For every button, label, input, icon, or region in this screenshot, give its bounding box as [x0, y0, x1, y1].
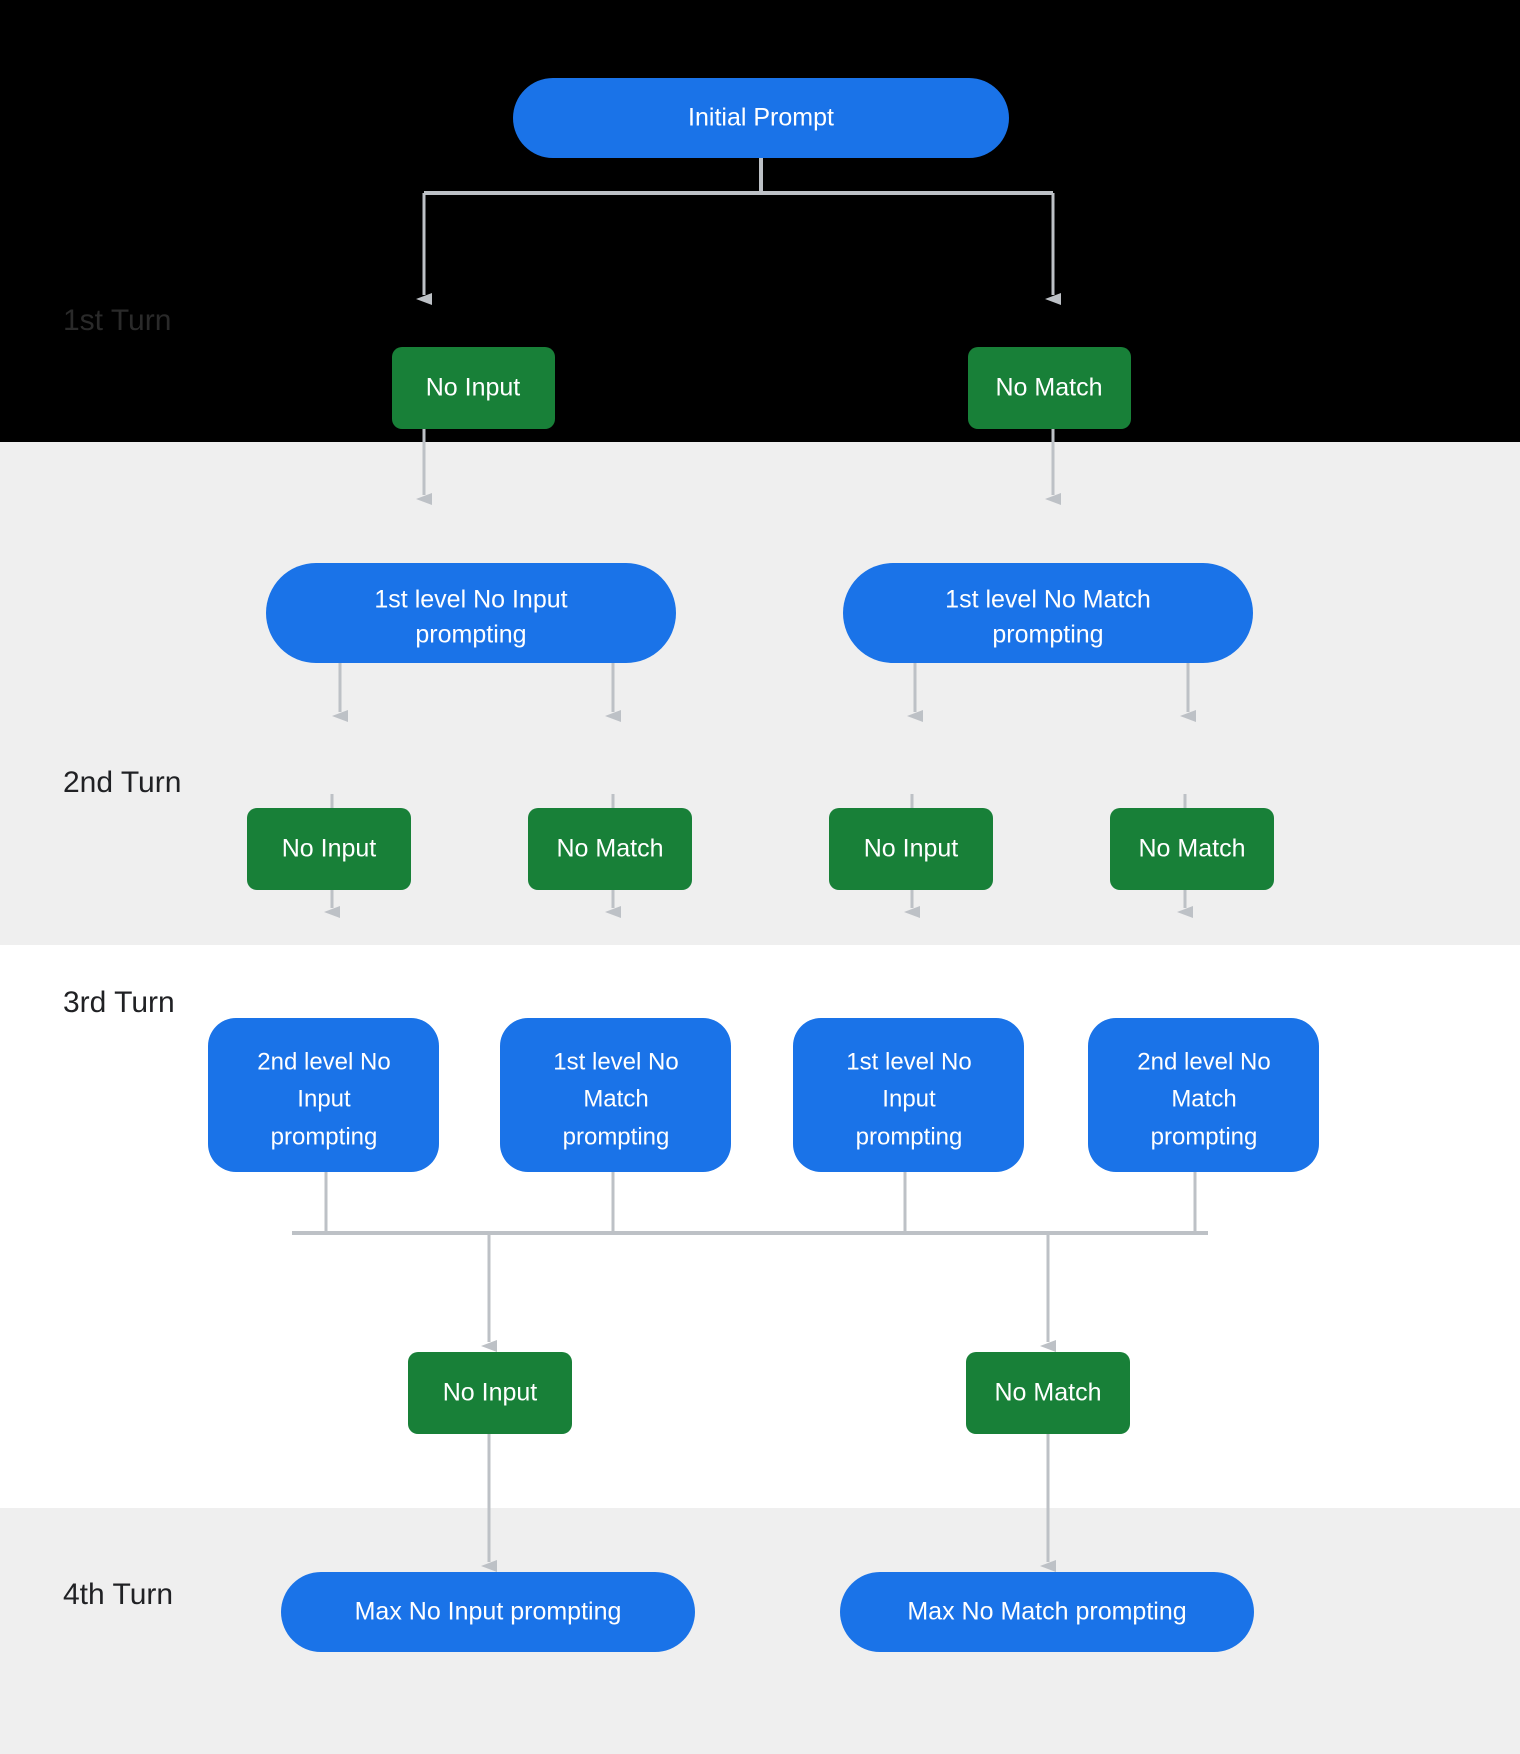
- node-1st-level-no-input-b-line1: 1st level No: [846, 1048, 971, 1075]
- node-t3-no-match-label: No Match: [995, 1379, 1102, 1407]
- node-t2-no-match-a[interactable]: No Match: [528, 808, 692, 890]
- node-2nd-level-no-input-line1: 2nd level No: [257, 1048, 390, 1075]
- node-t2-no-input-a-label: No Input: [282, 835, 377, 863]
- node-t2-no-input-b[interactable]: No Input: [829, 808, 993, 890]
- node-max-no-input-prompting[interactable]: Max No Input prompting: [281, 1572, 695, 1652]
- node-2nd-level-no-input-line2: Input: [297, 1085, 351, 1112]
- node-t2-no-match-a-label: No Match: [557, 835, 664, 863]
- node-2nd-level-no-match-prompting[interactable]: 2nd level No Match prompting: [1088, 1018, 1319, 1172]
- node-max-no-input-label: Max No Input prompting: [355, 1598, 622, 1626]
- node-t3-no-input-label: No Input: [443, 1379, 538, 1407]
- band-label-3rd-turn: 3rd Turn: [63, 986, 175, 1019]
- node-1st-level-no-match-b-line1: 1st level No: [553, 1048, 678, 1075]
- node-2nd-level-no-match-line2: Match: [1171, 1085, 1236, 1112]
- node-1st-level-no-input-prompting-b[interactable]: 1st level No Input prompting: [793, 1018, 1024, 1172]
- node-t2-no-input-a[interactable]: No Input: [247, 808, 411, 890]
- node-t1-no-match-label: No Match: [996, 374, 1103, 402]
- node-max-no-match-label: Max No Match prompting: [907, 1598, 1186, 1626]
- node-initial-prompt-label: Initial Prompt: [688, 104, 834, 132]
- node-1st-level-no-match-prompting[interactable]: 1st level No Match prompting: [843, 563, 1253, 663]
- node-t1-no-match[interactable]: No Match: [968, 347, 1131, 429]
- node-1st-level-no-match-b-line2: Match: [583, 1085, 648, 1112]
- node-t2-no-input-b-label: No Input: [864, 835, 959, 863]
- node-1st-level-no-input-line2: prompting: [415, 621, 526, 649]
- node-1st-level-no-input-b-line3: prompting: [856, 1123, 963, 1150]
- node-1st-level-no-input-b-line2: Input: [882, 1085, 936, 1112]
- band-label-4th-turn: 4th Turn: [63, 1578, 173, 1611]
- node-1st-level-no-match-prompting-b[interactable]: 1st level No Match prompting: [500, 1018, 731, 1172]
- node-1st-level-no-match-b-line3: prompting: [563, 1123, 670, 1150]
- node-1st-level-no-match-line2: prompting: [992, 621, 1103, 649]
- node-initial-prompt[interactable]: Initial Prompt: [513, 78, 1009, 158]
- node-t1-no-input[interactable]: No Input: [392, 347, 555, 429]
- node-t2-no-match-b[interactable]: No Match: [1110, 808, 1274, 890]
- band-1st-turn-background: [0, 0, 1520, 442]
- node-2nd-level-no-input-prompting[interactable]: 2nd level No Input prompting: [208, 1018, 439, 1172]
- node-max-no-match-prompting[interactable]: Max No Match prompting: [840, 1572, 1254, 1652]
- band-label-2nd-turn: 2nd Turn: [63, 766, 181, 799]
- node-t2-no-match-b-label: No Match: [1139, 835, 1246, 863]
- node-2nd-level-no-match-line1: 2nd level No: [1137, 1048, 1270, 1075]
- band-2nd-turn-background: [0, 442, 1520, 945]
- node-t3-no-match[interactable]: No Match: [966, 1352, 1130, 1434]
- node-1st-level-no-input-prompting[interactable]: 1st level No Input prompting: [266, 563, 676, 663]
- band-label-1st-turn: 1st Turn: [63, 304, 171, 337]
- node-t1-no-input-label: No Input: [426, 374, 521, 402]
- node-1st-level-no-match-line1: 1st level No Match: [945, 586, 1151, 614]
- node-2nd-level-no-match-line3: prompting: [1151, 1123, 1258, 1150]
- node-2nd-level-no-input-line3: prompting: [271, 1123, 378, 1150]
- band-4th-turn-background: [0, 1508, 1520, 1754]
- node-t3-no-input[interactable]: No Input: [408, 1352, 572, 1434]
- node-1st-level-no-input-line1: 1st level No Input: [374, 586, 567, 614]
